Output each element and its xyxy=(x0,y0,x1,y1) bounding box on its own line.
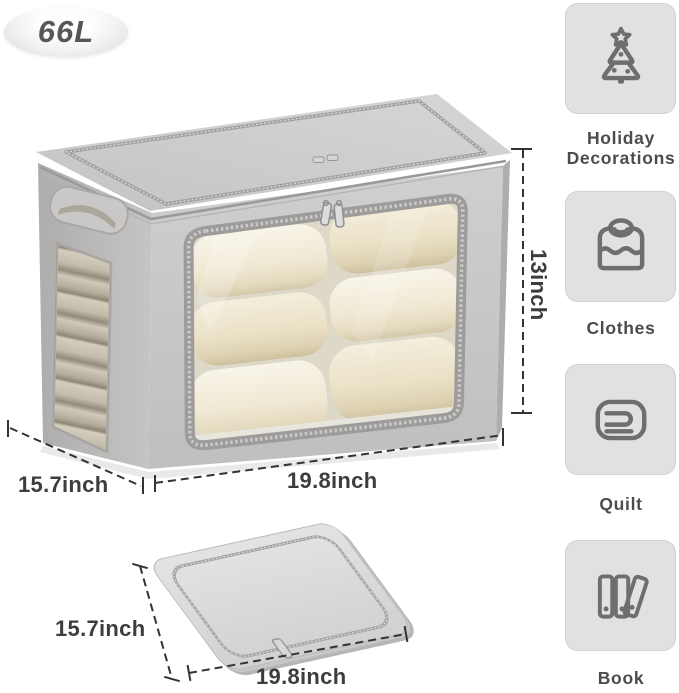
folded-box xyxy=(153,523,414,676)
depth-dimension-label: 15.7inch xyxy=(18,472,109,497)
lid-zipper-pull xyxy=(312,154,339,163)
category-card-clothes xyxy=(565,191,676,302)
folded-width-dimension-line xyxy=(186,625,409,682)
box-shadow xyxy=(40,443,500,479)
folded-quilt-icon xyxy=(595,399,646,440)
rim-zipper xyxy=(39,159,507,221)
storage-box xyxy=(36,94,512,479)
side-window xyxy=(51,240,113,455)
width-dimension-line xyxy=(154,428,504,492)
sweater-icon xyxy=(597,217,644,270)
category-label-holiday-decorations: Holiday Decorations xyxy=(566,128,676,168)
front-window xyxy=(183,193,468,451)
height-dimension-line xyxy=(511,148,532,414)
category-card-quilt xyxy=(565,364,676,475)
side-handle xyxy=(49,185,129,235)
category-label-quilt: Quilt xyxy=(599,494,643,514)
window-zipper-teeth xyxy=(186,197,465,447)
category-label-book: Book xyxy=(597,668,645,688)
depth-dimension-line xyxy=(7,420,144,494)
christmas-tree-icon xyxy=(601,26,640,84)
folded-depth-dimension-label: 15.7inch xyxy=(55,616,146,641)
window-zipper-pull xyxy=(320,199,345,228)
category-card-holiday-decorations xyxy=(565,3,676,114)
lid-zipper-teeth xyxy=(65,100,486,205)
folded-blankets xyxy=(188,200,463,446)
folded-width-dimension-label: 19.8inch xyxy=(256,664,347,689)
box-lid xyxy=(36,94,512,211)
width-dimension-label: 19.8inch xyxy=(287,468,378,493)
books-icon xyxy=(597,573,649,619)
category-card-book xyxy=(565,540,676,651)
folded-zipper xyxy=(172,535,389,658)
folded-zipper-pull xyxy=(271,638,293,659)
category-label-clothes: Clothes xyxy=(586,318,656,338)
height-dimension-label: 13inch xyxy=(526,249,551,321)
capacity-badge: 66L xyxy=(4,7,128,57)
box-right-edge xyxy=(496,160,510,441)
capacity-badge-label: 66L xyxy=(37,14,95,49)
folded-depth-dimension-line xyxy=(132,562,180,683)
